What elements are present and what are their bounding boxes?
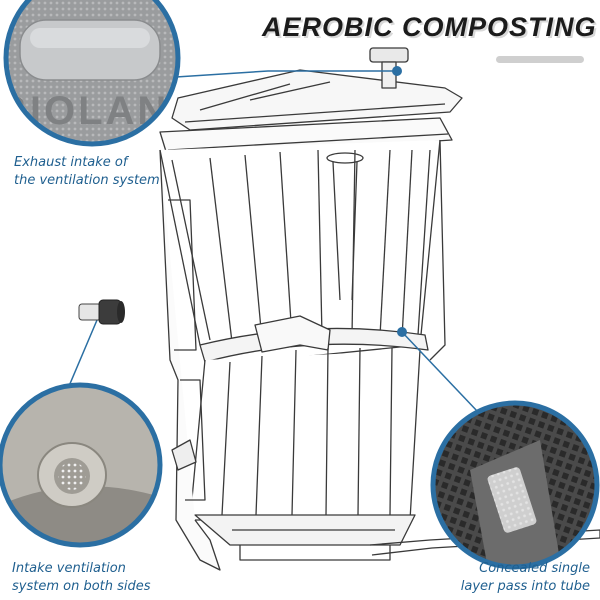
exhaust-photo: BIOLAN bbox=[6, 0, 178, 144]
callout-concealed-line2: layer pass into tube bbox=[460, 579, 590, 594]
callout-intake-line2: system on both sides bbox=[12, 579, 151, 594]
callout-dot-concealed bbox=[397, 327, 407, 337]
callout-concealed-line1: Concealed single bbox=[479, 561, 590, 576]
concealed-photo-ring bbox=[430, 400, 600, 570]
callout-intake-label: Intake ventilation system on both sides bbox=[12, 560, 151, 596]
intake-photo-ring bbox=[0, 382, 163, 548]
page-title: AEROBIC COMPOSTING bbox=[262, 12, 597, 42]
concealed-photo bbox=[433, 403, 597, 567]
callout-exhaust-label: Exhaust intake of the ventilation system bbox=[14, 154, 160, 190]
callout-exhaust-line1: Exhaust intake of bbox=[14, 155, 128, 170]
callout-dot-exhaust bbox=[392, 66, 402, 76]
intake-photo bbox=[0, 385, 160, 545]
intake-tube-icon bbox=[78, 299, 125, 325]
callout-exhaust-line2: the ventilation system bbox=[14, 173, 160, 188]
exhaust-photo-ring bbox=[3, 0, 181, 147]
composter-body bbox=[159, 47, 600, 571]
title-underline-bar bbox=[496, 56, 584, 63]
callout-intake-line1: Intake ventilation bbox=[12, 561, 126, 576]
callout-concealed-label: Concealed single layer pass into tube bbox=[461, 560, 590, 596]
